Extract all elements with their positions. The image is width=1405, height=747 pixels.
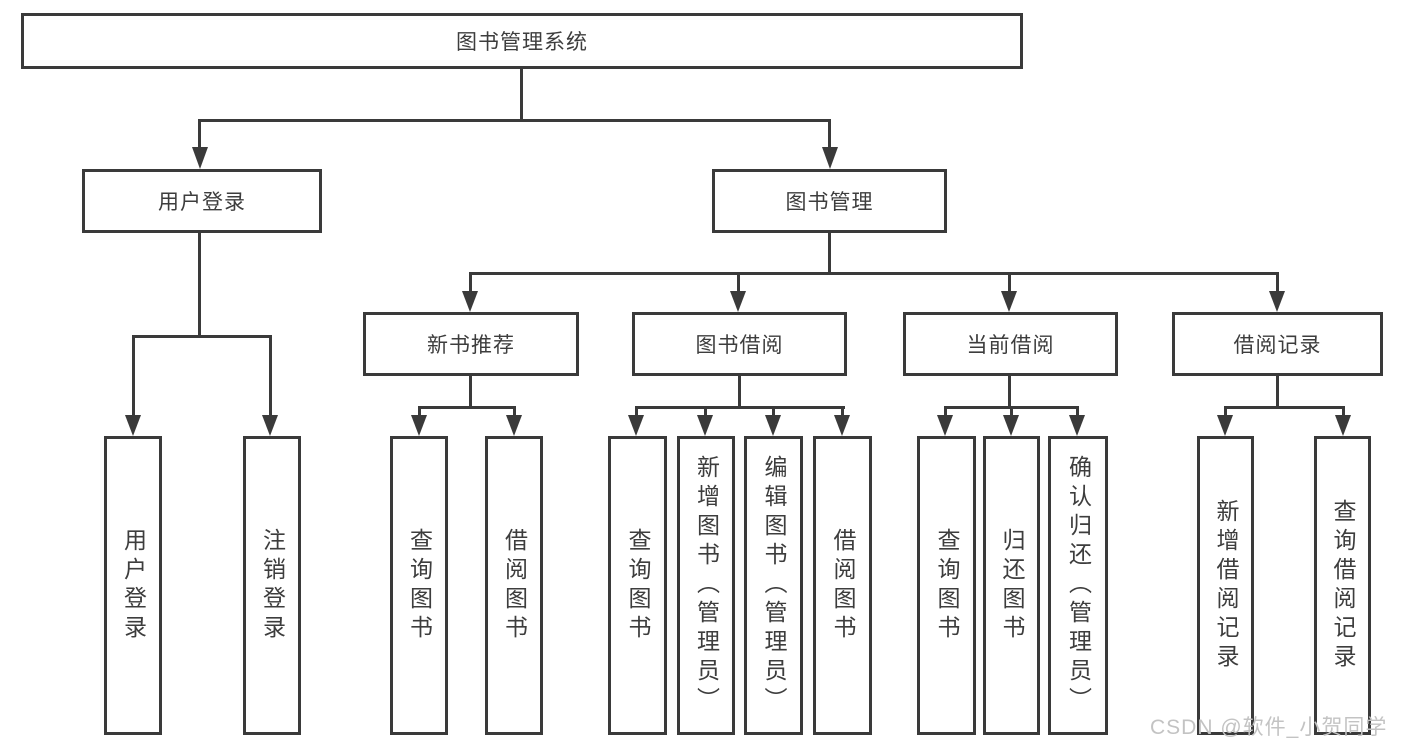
connector-arrow xyxy=(1269,291,1285,312)
connector-arrow xyxy=(462,291,478,312)
connector-line xyxy=(1010,406,1013,418)
connector-line xyxy=(469,272,1279,275)
connector-arrow xyxy=(765,415,781,436)
connector-line xyxy=(1008,272,1011,293)
connector-line xyxy=(737,272,740,293)
connector-arrow xyxy=(192,147,208,169)
connector-line xyxy=(1276,272,1279,293)
connector-line xyxy=(944,406,947,418)
connector-line xyxy=(704,406,707,418)
connector-arrow xyxy=(937,415,953,436)
csdn-watermark: CSDN @软件_小贺同学 xyxy=(1150,716,1388,739)
leaf-query-books-recommend: 查询图书 xyxy=(390,436,448,735)
node-borrow-records: 借阅记录 xyxy=(1172,312,1383,376)
connector-line xyxy=(1224,406,1345,409)
connector-line xyxy=(198,119,201,150)
leaf-return-book: 归还图书 xyxy=(983,436,1040,735)
connector-line xyxy=(513,406,516,418)
connector-line xyxy=(1008,376,1011,409)
leaf-edit-book-admin-label: 编辑图书（管理员） xyxy=(761,455,787,716)
leaf-confirm-return-admin-label: 确认归还（管理员） xyxy=(1065,455,1092,716)
connector-arrow xyxy=(822,147,838,169)
connector-arrow xyxy=(730,291,746,312)
connector-line xyxy=(828,233,831,275)
connector-line xyxy=(772,406,775,418)
node-book-management-label: 图书管理 xyxy=(785,191,874,214)
connector-line xyxy=(469,376,472,409)
leaf-add-borrow-record-label: 新增借阅记录 xyxy=(1213,498,1239,673)
connector-line xyxy=(469,272,472,293)
connector-arrow xyxy=(628,415,644,436)
node-new-book-recommend-label: 新书推荐 xyxy=(427,334,515,357)
connector-line xyxy=(1276,376,1279,409)
connector-line xyxy=(132,335,272,338)
leaf-add-borrow-record: 新增借阅记录 xyxy=(1197,436,1254,735)
leaf-logout: 注销登录 xyxy=(243,436,301,735)
connector-arrow xyxy=(1069,415,1085,436)
leaf-logout-label: 注销登录 xyxy=(259,527,286,644)
node-borrow-records-label: 借阅记录 xyxy=(1233,334,1322,357)
connector-line xyxy=(418,406,516,409)
leaf-user-login: 用户登录 xyxy=(104,436,162,735)
connector-arrow xyxy=(262,415,278,436)
node-current-borrow-label: 当前借阅 xyxy=(966,334,1055,357)
leaf-query-books-borrow: 查询图书 xyxy=(608,436,667,735)
node-book-management: 图书管理 xyxy=(712,169,947,233)
leaf-add-book-admin: 新增图书（管理员） xyxy=(677,436,735,735)
node-user-login: 用户登录 xyxy=(82,169,322,233)
connector-line xyxy=(828,119,831,150)
node-user-login-label: 用户登录 xyxy=(158,191,246,214)
leaf-query-borrow-record: 查询借阅记录 xyxy=(1314,436,1371,735)
connector-line xyxy=(1224,406,1227,418)
connector-line xyxy=(520,68,523,122)
node-current-borrow: 当前借阅 xyxy=(903,312,1118,376)
connector-line xyxy=(738,376,741,409)
leaf-confirm-return-admin: 确认归还（管理员） xyxy=(1048,436,1108,735)
connector-line xyxy=(1076,406,1079,418)
connector-arrow xyxy=(125,415,141,436)
connector-line xyxy=(269,335,272,416)
connector-arrow xyxy=(1001,291,1017,312)
leaf-user-login-label: 用户登录 xyxy=(120,527,147,644)
leaf-query-books-recommend-label: 查询图书 xyxy=(406,527,433,644)
connector-line xyxy=(132,335,135,416)
connector-line xyxy=(635,406,638,418)
leaf-borrow-books-recommend-label: 借阅图书 xyxy=(501,527,528,644)
connector-arrow xyxy=(1003,415,1019,436)
connector-line xyxy=(198,119,831,122)
leaf-borrow-books: 借阅图书 xyxy=(813,436,872,735)
connector-arrow xyxy=(697,415,713,436)
node-book-borrow: 图书借阅 xyxy=(632,312,847,376)
node-new-book-recommend: 新书推荐 xyxy=(363,312,579,376)
connector-arrow xyxy=(1217,415,1233,436)
leaf-query-books-borrow-label: 查询图书 xyxy=(625,527,651,644)
connector-arrow xyxy=(411,415,427,436)
connector-line xyxy=(635,406,845,409)
connector-arrow xyxy=(506,415,522,436)
leaf-query-books-current-label: 查询图书 xyxy=(934,527,960,644)
leaf-borrow-books-recommend: 借阅图书 xyxy=(485,436,543,735)
leaf-return-book-label: 归还图书 xyxy=(999,527,1025,644)
node-root: 图书管理系统 xyxy=(21,13,1023,69)
connector-arrow xyxy=(1335,415,1351,436)
leaf-add-book-admin-label: 新增图书（管理员） xyxy=(693,455,720,716)
leaf-edit-book-admin: 编辑图书（管理员） xyxy=(744,436,803,735)
node-root-label: 图书管理系统 xyxy=(456,31,588,54)
connector-line xyxy=(418,406,421,418)
node-book-borrow-label: 图书借阅 xyxy=(695,334,784,357)
connector-line xyxy=(1342,406,1345,418)
leaf-query-books-current: 查询图书 xyxy=(917,436,976,735)
connector-arrow xyxy=(834,415,850,436)
connector-line xyxy=(198,233,201,338)
leaf-borrow-books-label: 借阅图书 xyxy=(830,527,856,644)
leaf-query-borrow-record-label: 查询借阅记录 xyxy=(1330,498,1356,673)
connector-line xyxy=(841,406,844,418)
